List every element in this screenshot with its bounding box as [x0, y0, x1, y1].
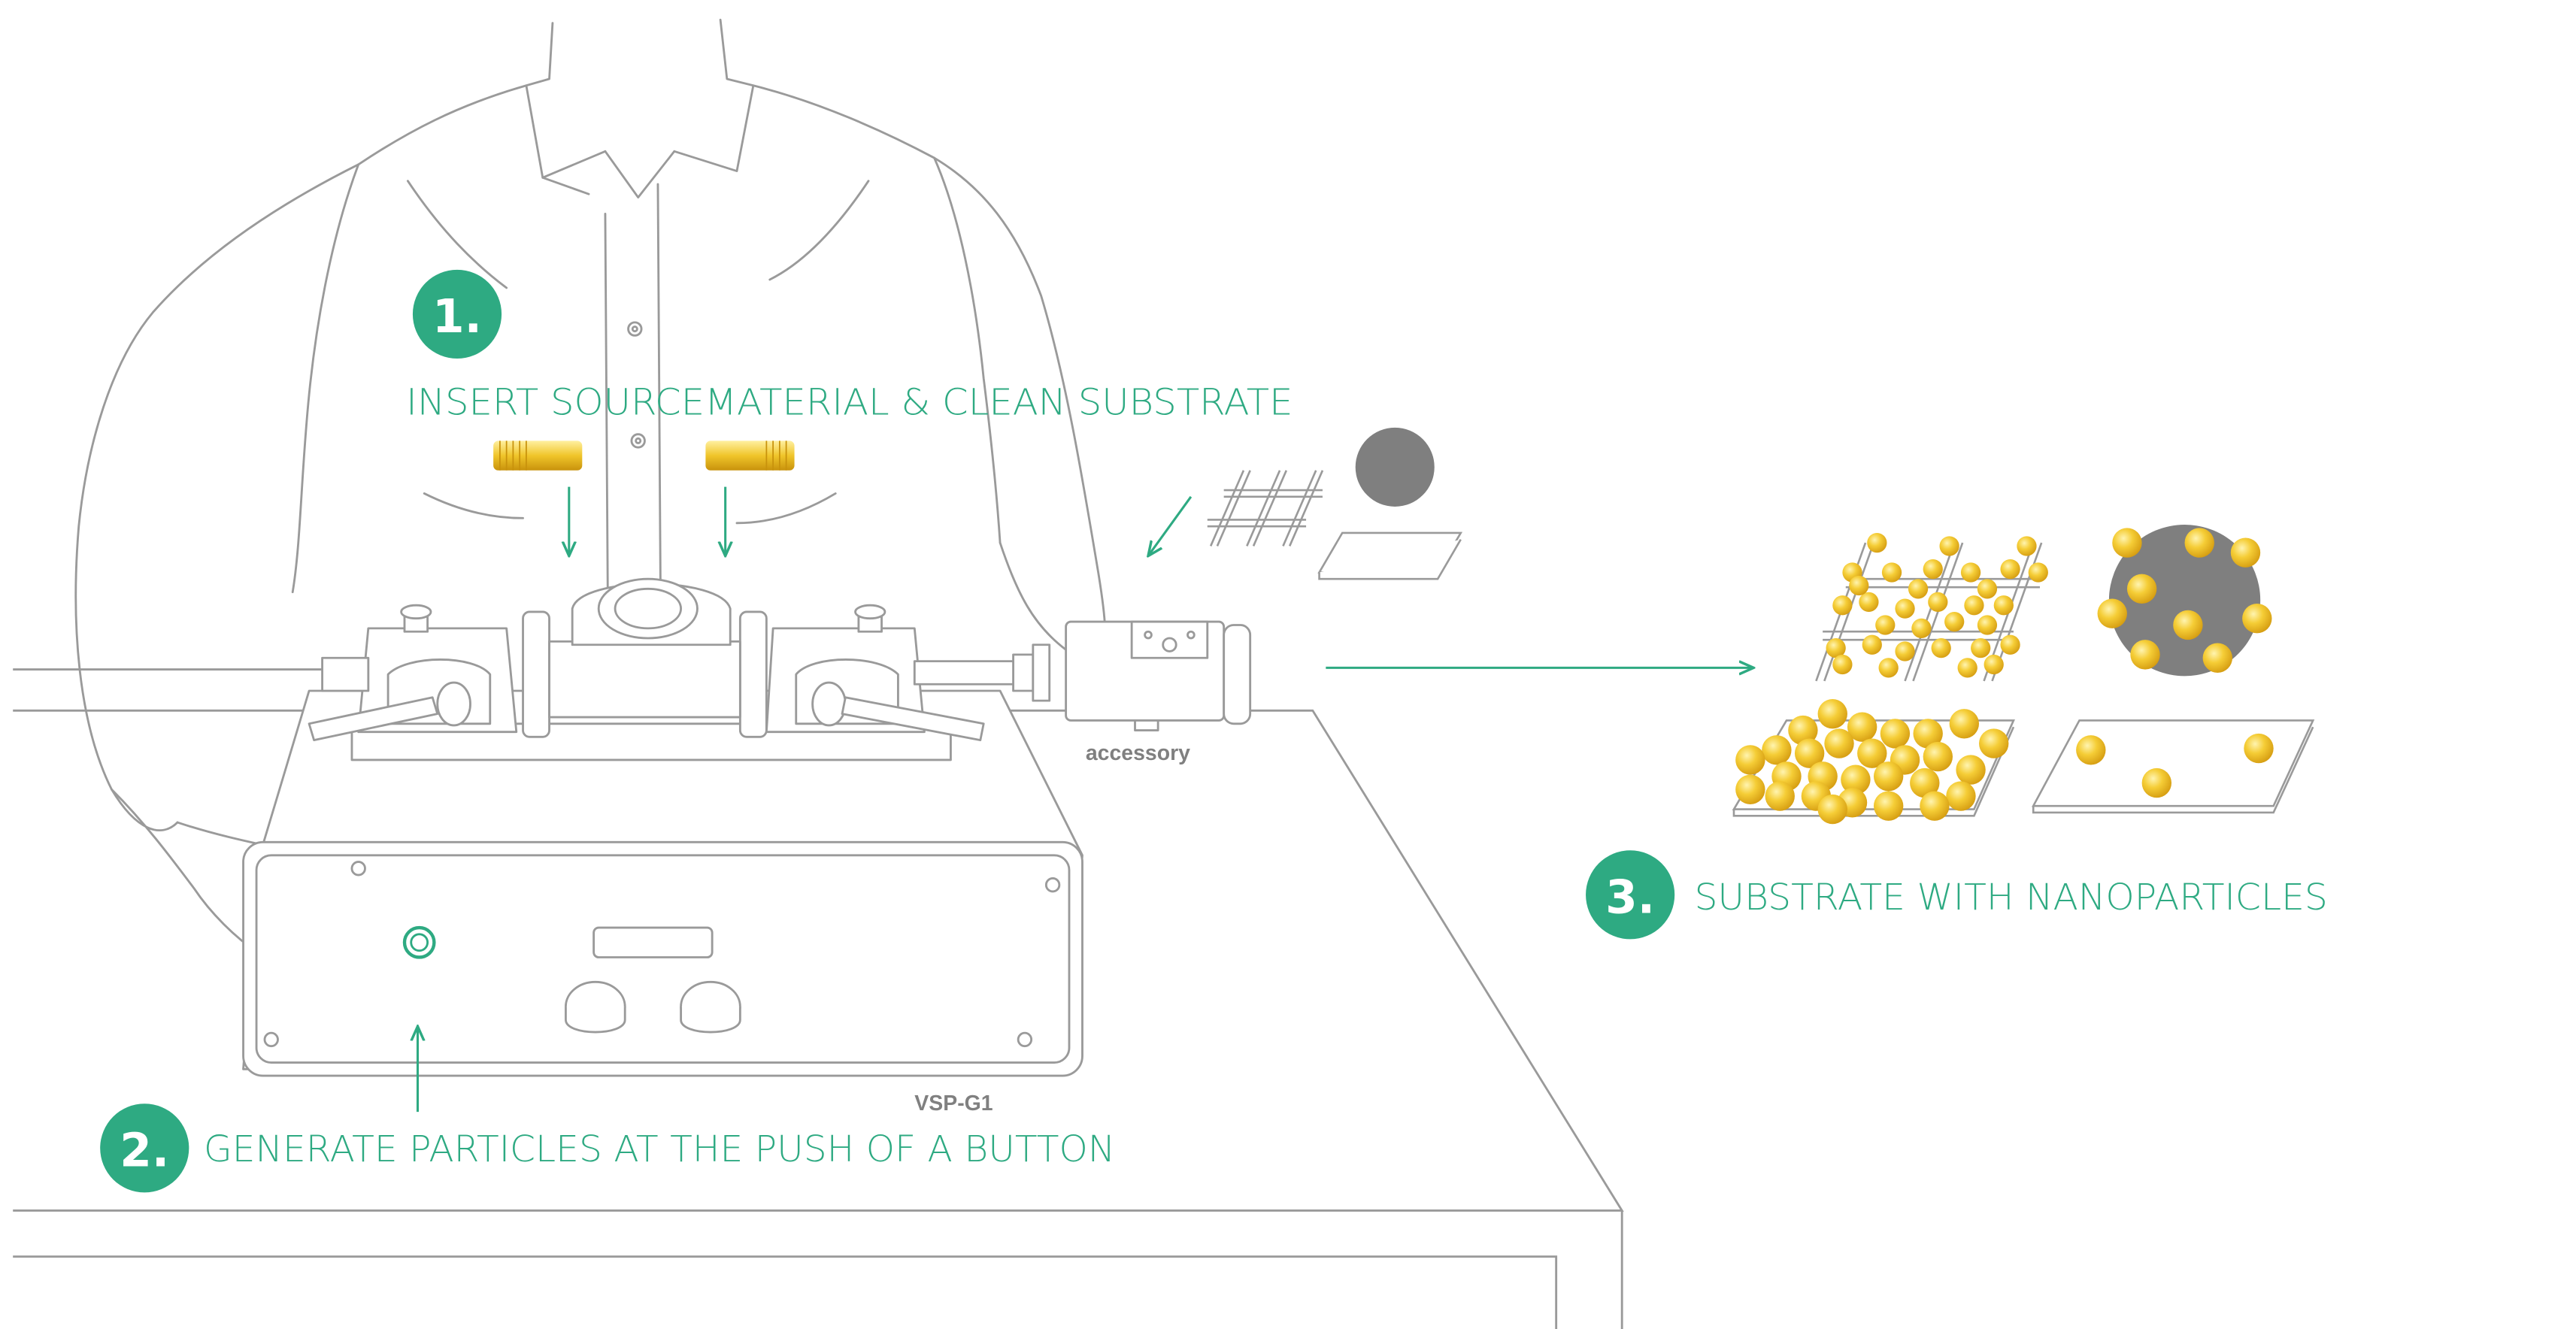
nanoparticle-icon: [1788, 715, 1818, 746]
source-rod-icon: [493, 440, 795, 471]
nanoparticle-icon: [1984, 654, 2004, 675]
device-model-label: VSP-G1: [914, 1091, 993, 1116]
nanoparticle-icon: [1971, 637, 1991, 658]
nanoparticle-icon: [1923, 741, 1953, 772]
nanoparticle-icon: [1826, 637, 1846, 658]
nanoparticle-icon: [1875, 615, 1896, 635]
step-1-number: 1.: [432, 290, 482, 344]
nanoparticle-icon: [1908, 579, 1929, 599]
nanoparticle-icon: [2126, 574, 2157, 604]
nanoparticle-icon: [1920, 791, 1950, 821]
nanoparticle-icon: [2230, 537, 2261, 568]
nanoparticle-icon: [1859, 592, 1879, 612]
step-2-number: 2.: [120, 1124, 169, 1177]
plate-icon: [1317, 531, 1463, 580]
nanoparticle-icon: [1928, 592, 1948, 612]
nanoparticle-icon: [2112, 528, 2142, 558]
step-3-number: 3.: [1605, 870, 1655, 924]
nanoparticle-icon: [1911, 618, 1932, 638]
nanoparticle-icon: [1857, 738, 1887, 768]
nanoparticle-icon: [2097, 598, 2127, 628]
step-3-label: SUBSTRATE WITH NANOPARTICLES: [1694, 876, 2327, 919]
grid-icon: [1207, 470, 1324, 546]
nanoparticle-icon: [2017, 536, 2037, 556]
nanoparticle-icon: [1878, 658, 1899, 678]
nanoparticle-icon: [1841, 764, 1871, 795]
coated-grid: [1815, 532, 2048, 682]
nanoparticle-icon: [2130, 640, 2160, 670]
step-3-badge: 3.: [1586, 850, 1675, 940]
sparse-plate: [2032, 719, 2315, 814]
nanoparticle-icon: [1794, 738, 1825, 768]
nanoparticle-icon: [1832, 595, 1853, 616]
nanoparticle-icon: [1964, 595, 1984, 616]
nanoparticle-icon: [1735, 774, 1765, 804]
nanoparticle-icon: [2184, 528, 2214, 558]
nanoparticle-icon: [1946, 781, 1976, 811]
nanoparticle-icon: [2000, 559, 2020, 580]
nanoparticle-icon: [1956, 755, 1986, 785]
accessory-label: accessory: [1086, 741, 1190, 765]
nanoparticle-icon: [1913, 719, 1943, 749]
nanoparticle-icon: [2244, 733, 2274, 764]
nanoparticle-icon: [2076, 735, 2106, 765]
nanoparticle-icon: [2028, 562, 2048, 583]
plate-particles: [1735, 698, 2009, 825]
coated-disc: [2097, 525, 2272, 677]
nanoparticle-icon: [1873, 791, 1904, 821]
nanoparticle-icon: [1832, 654, 1853, 675]
device-vsp-g1: [242, 577, 1252, 1077]
nanoparticle-icon: [1895, 598, 1915, 619]
nanoparticle-icon: [1949, 709, 1980, 739]
nanoparticle-icon: [1979, 728, 2009, 758]
nanoparticle-icon: [1923, 559, 1943, 580]
coated-plate: [1732, 698, 2015, 825]
nanoparticle-icon: [2141, 767, 2172, 798]
nanoparticle-icon: [1817, 698, 1847, 729]
nanoparticle-icon: [2173, 610, 2203, 640]
step-1-label: INSERT SOURCEMATERIAL & CLEAN SUBSTRATE: [406, 381, 1293, 423]
nanoparticle-icon: [1881, 562, 1902, 583]
nanoparticle-icon: [1873, 761, 1904, 792]
nanoparticle-icon: [1931, 637, 1951, 658]
grid-particles: [1826, 532, 2048, 678]
nanoparticle-icon: [1939, 536, 1959, 556]
disc-particles: [2097, 528, 2272, 673]
nanoparticle-icon: [1895, 641, 1915, 661]
nanoparticle-icon: [1765, 781, 1795, 811]
step-2-badge: 2.: [100, 1103, 189, 1193]
nanoparticle-icon: [1993, 595, 2014, 616]
nanoparticle-icon: [1849, 575, 1869, 596]
insert-arrows: [569, 486, 1193, 556]
push-button-icon: [402, 925, 436, 959]
nanoparticle-icon: [1944, 611, 1965, 632]
disc-icon: [1355, 427, 1435, 507]
nanoparticle-icon: [1847, 712, 1877, 742]
nanoparticle-icon: [1910, 767, 1940, 798]
step-1-badge: 1.: [412, 269, 502, 359]
sparse-particles: [2076, 733, 2274, 798]
nanoparticle-icon: [1824, 728, 1854, 758]
nanoparticle-icon: [1762, 735, 1792, 765]
nanoparticle-icon: [1867, 532, 1887, 553]
nanoparticle-icon: [1977, 579, 1998, 599]
step-2-label: GENERATE PARTICLES AT THE PUSH OF A BUTT…: [204, 1128, 1115, 1170]
nanoparticle-icon: [2242, 604, 2272, 634]
nanoparticle-icon: [2000, 634, 2020, 655]
nanoparticle-icon: [1735, 745, 1765, 775]
nanoparticle-icon: [2202, 643, 2232, 673]
nanoparticle-icon: [1817, 794, 1847, 825]
nanoparticle-icon: [1960, 562, 1981, 583]
nanoparticle-icon: [1957, 658, 1977, 678]
nanoparticle-icon: [1862, 634, 1882, 655]
nanoparticle-icon: [1977, 615, 1998, 635]
nanoparticle-icon: [1880, 719, 1911, 749]
